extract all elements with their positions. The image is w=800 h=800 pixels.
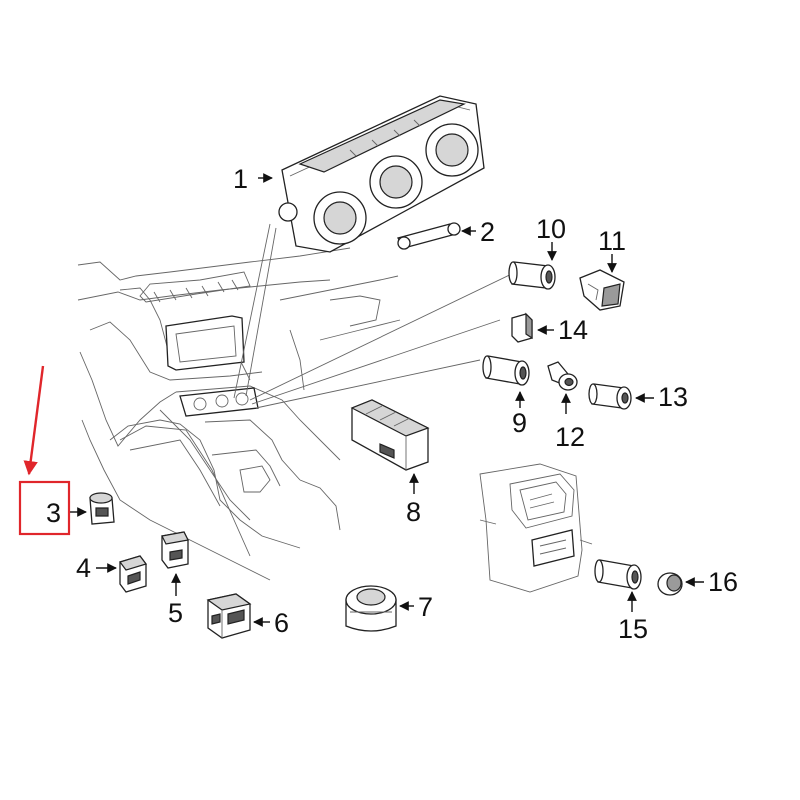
- part-16-cap: [657, 572, 683, 596]
- callout-11: 11: [598, 226, 626, 256]
- callout-12: 12: [555, 422, 585, 452]
- callout-15: 15: [618, 614, 648, 644]
- highlight-arrow: [23, 365, 45, 476]
- callout-2: 2: [480, 217, 495, 247]
- part-1-climate-control-panel: [278, 95, 485, 253]
- rear-console-sketch: [479, 463, 593, 593]
- highlight-box: [18, 480, 71, 536]
- part-2-bulb: [396, 222, 461, 250]
- callout-8: 8: [406, 497, 421, 527]
- part-12-socket: [547, 361, 578, 391]
- part-4-small-switch: [119, 555, 147, 593]
- part-5-small-switch: [161, 531, 189, 569]
- callout-16: 16: [708, 567, 738, 597]
- callout-14: 14: [558, 315, 588, 345]
- part-8-switch-block: [350, 399, 430, 471]
- highlight-callout-3: [18, 365, 71, 536]
- part-3-rotary-switch: [89, 492, 115, 525]
- part-9-cylinder-switch: [482, 355, 530, 386]
- part-15-cylinder: [594, 559, 642, 590]
- projection-lines: [233, 223, 521, 409]
- part-13-cylinder: [588, 383, 632, 410]
- callout-3: 3: [46, 498, 61, 528]
- callout-10: 10: [536, 214, 566, 244]
- part-7-light-switch: [345, 585, 397, 632]
- part-10-cylinder-switch: [508, 261, 556, 290]
- callout-9: 9: [512, 408, 527, 438]
- part-11-bracket: [579, 269, 625, 311]
- callout-7: 7: [418, 592, 433, 622]
- callout-6: 6: [274, 608, 289, 638]
- dashboard-sketch: [77, 247, 401, 581]
- callout-13: 13: [658, 382, 688, 412]
- part-14-block: [511, 312, 533, 343]
- callout-4: 4: [76, 553, 91, 583]
- callout-labels: 1 2 3 4 5 6 7 8 9 10 11 12 13 14 15 16: [46, 164, 738, 644]
- callout-5: 5: [168, 598, 183, 628]
- callout-1: 1: [233, 164, 248, 194]
- part-6-double-switch: [206, 593, 252, 639]
